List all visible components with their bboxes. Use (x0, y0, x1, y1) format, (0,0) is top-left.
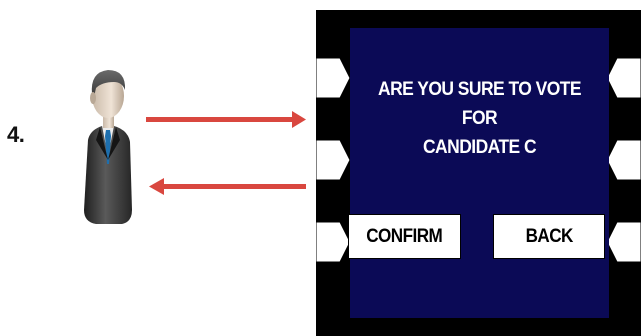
left-side-key-3[interactable] (316, 222, 352, 262)
confirm-button-label: CONFIRM (366, 225, 443, 247)
interaction-arrows (146, 111, 306, 195)
arrow-left-icon (149, 178, 306, 195)
prompt-line-1: ARE YOU SURE TO VOTE FOR (378, 79, 582, 129)
step-number: 4. (7, 122, 25, 147)
prompt-line-2: CANDIDATE C (422, 137, 537, 158)
right-side-key-2[interactable] (605, 140, 641, 180)
voting-machine: ARE YOU SURE TO VOTE FOR CANDIDATE C CON… (316, 10, 641, 336)
back-button-label: BACK (525, 225, 573, 247)
arrow-right-icon (146, 111, 306, 128)
left-side-key-2[interactable] (316, 140, 352, 180)
confirmation-prompt: ARE YOU SURE TO VOTE FOR CANDIDATE C (360, 75, 598, 162)
voter-businessman-icon (84, 70, 132, 224)
back-button[interactable]: BACK (493, 214, 605, 259)
machine-screen: ARE YOU SURE TO VOTE FOR CANDIDATE C (350, 28, 609, 318)
confirm-button[interactable]: CONFIRM (348, 214, 461, 259)
left-side-key-1[interactable] (316, 58, 352, 98)
right-side-key-1[interactable] (605, 58, 641, 98)
right-side-key-3[interactable] (605, 222, 641, 262)
